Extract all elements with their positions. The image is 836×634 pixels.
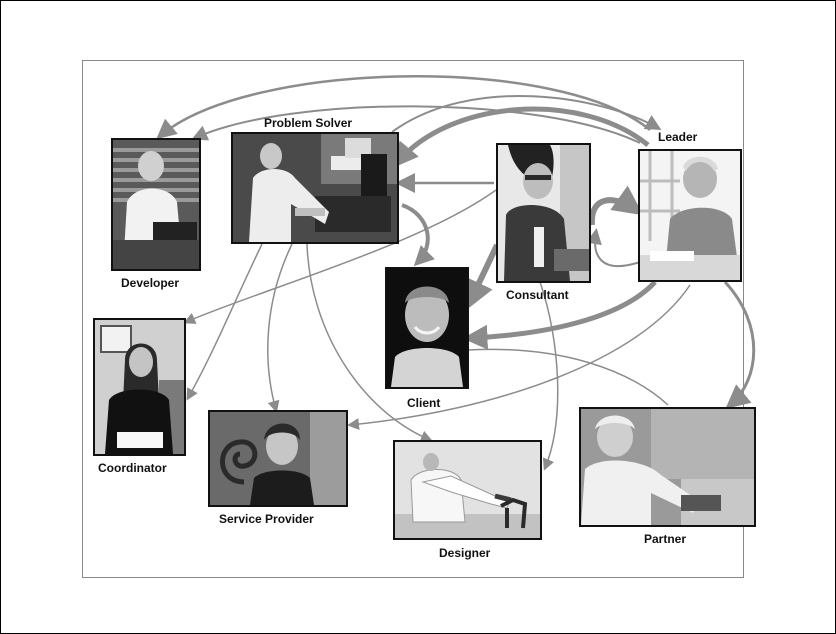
client-label: Client	[407, 396, 441, 410]
arrow-consultant-designer	[539, 281, 559, 471]
designer-label: Designer	[439, 546, 491, 560]
arrow-problemsolver-serviceprovider	[267, 243, 293, 413]
partner-label: Partner	[644, 532, 687, 546]
arrow-problemsolver-coordinator	[186, 243, 263, 401]
arrow-problemsolver-client	[401, 203, 435, 267]
problem-solver-label: Problem Solver	[264, 116, 353, 130]
arrow-consultant-coordinator	[183, 189, 497, 324]
arrow-problemsolver-leader	[391, 95, 662, 133]
arrow-leader-problemsolver	[393, 106, 650, 168]
developer-label: Developer	[121, 276, 180, 290]
service-provider-photo	[208, 410, 348, 507]
arrow-leader-serviceprovider	[347, 284, 691, 431]
coordinator-photo	[93, 318, 186, 456]
arrow-consultant-client	[465, 243, 500, 311]
service-provider-label: Service Provider	[219, 512, 314, 526]
consultant-photo	[496, 143, 591, 283]
arrow-client-partner	[467, 348, 669, 406]
arrow-leader-developer-1	[156, 75, 651, 140]
arrow-leader-consultant	[586, 228, 641, 268]
designer-photo	[393, 440, 542, 540]
arrow-leader-client	[462, 280, 657, 350]
arrow-consultant-leader	[588, 185, 644, 226]
client-photo	[385, 267, 469, 389]
leader-photo	[638, 149, 742, 282]
developer-photo	[111, 138, 201, 271]
arrow-leader-partner	[723, 280, 756, 409]
problem-solver-photo	[231, 132, 399, 244]
consultant-label: Consultant	[506, 288, 569, 302]
arrow-leader-developer-2	[191, 105, 641, 144]
partner-photo	[579, 407, 756, 527]
coordinator-label: Coordinator	[98, 461, 167, 475]
leader-label: Leader	[658, 130, 698, 144]
arrow-problemsolver-designer	[306, 243, 433, 442]
